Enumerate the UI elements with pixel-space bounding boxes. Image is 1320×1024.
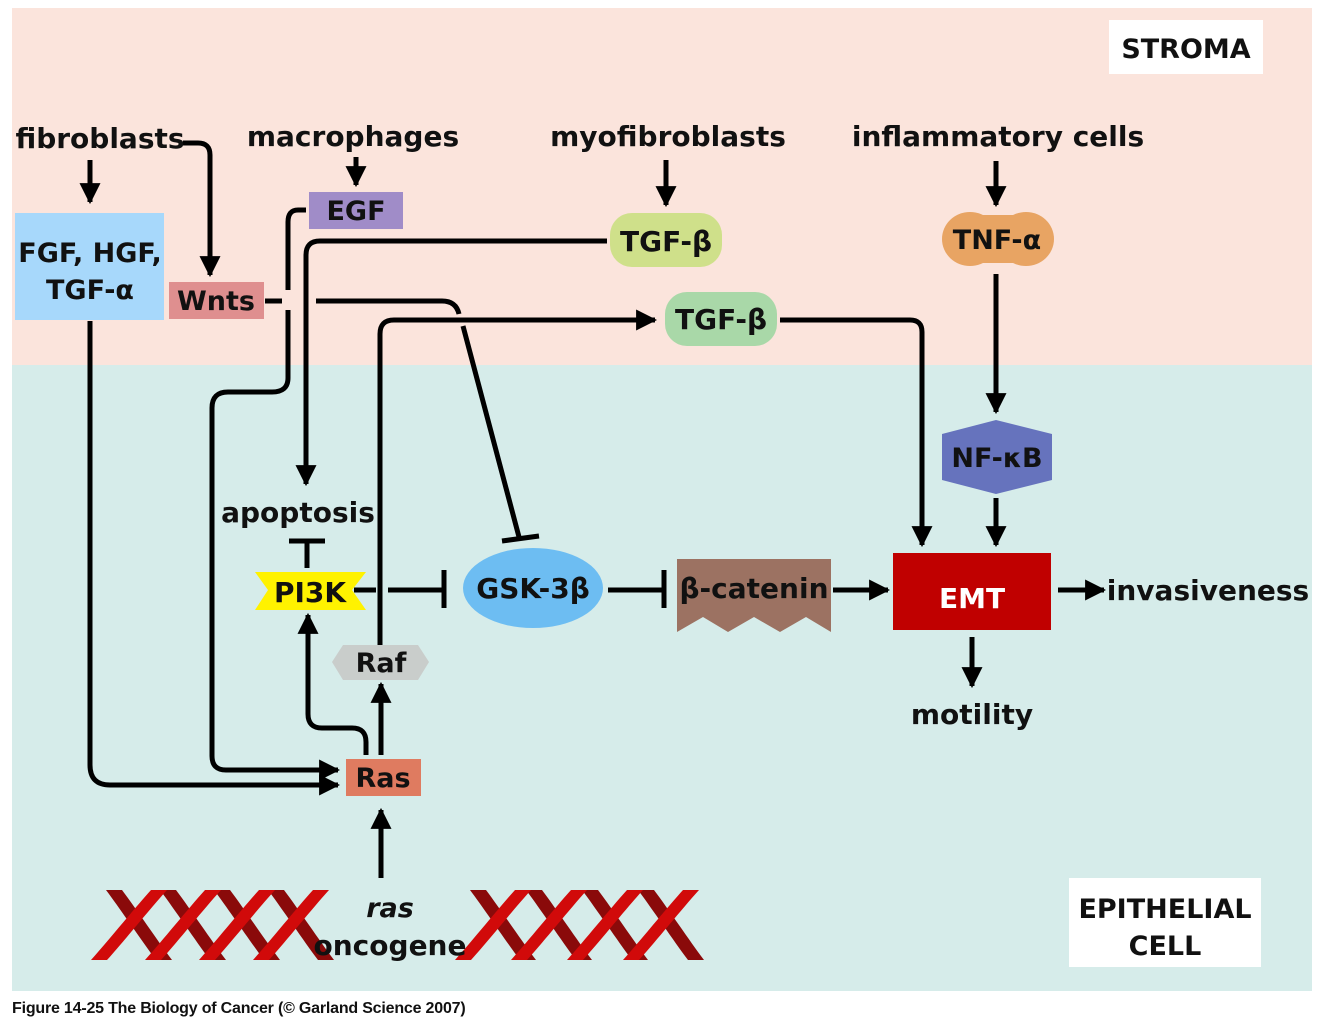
- node-tgfb-stroma: TGF-β: [610, 213, 722, 267]
- wnts-label: Wnts: [177, 286, 255, 317]
- emt-label: EMT: [939, 582, 1005, 615]
- node-tgfb-epi: TGF-β: [665, 292, 777, 346]
- arrow-tgfb-to-apoptosis: [295, 238, 607, 487]
- epithelial-label-line2: CELL: [1129, 931, 1202, 962]
- raf-label: Raf: [356, 648, 407, 679]
- epithelial-label-line1: EPITHELIAL: [1078, 894, 1251, 925]
- arrow-fibroblasts-to-wnts: [183, 140, 221, 278]
- node-fgf-hgf-tgfa: FGF, HGF, TGF-α: [15, 213, 164, 320]
- figure-caption: Figure 14-25 The Biology of Cancer (© Ga…: [12, 1000, 466, 1017]
- stroma-label: STROMA: [1121, 34, 1250, 65]
- dna-front-strand: [199, 890, 275, 960]
- node-pi3k: PI3K: [255, 572, 366, 610]
- ras-label: Ras: [355, 763, 410, 794]
- tgfb-stroma-label: TGF-β: [620, 225, 712, 258]
- dna-back-strand: [268, 890, 334, 960]
- arrow-egf-to-ras-upper: [285, 207, 306, 290]
- inflammatory-cells-label: inflammatory cells: [852, 120, 1144, 153]
- node-tnfa: TNF-α: [942, 212, 1054, 266]
- connectors: [79, 140, 1107, 878]
- dna-front-strand: [91, 890, 167, 960]
- dna-back-strand: [214, 890, 280, 960]
- dna-front-strand: [511, 890, 587, 960]
- nfkb-label: NF-κB: [951, 443, 1042, 474]
- node-wnts: Wnts: [169, 282, 264, 319]
- fibroblasts-label: fibroblasts: [15, 122, 184, 155]
- node-egf: EGF: [309, 192, 403, 229]
- node-raf: Raf: [332, 645, 429, 680]
- wnts-line-c: [460, 325, 522, 538]
- tnfa-label: TNF-α: [953, 225, 1041, 256]
- arrow-fgf-to-ras: [87, 321, 341, 796]
- egf-label: EGF: [326, 196, 385, 227]
- node-emt: EMT: [893, 553, 1051, 630]
- gsk3b-label: GSK-3β: [476, 572, 590, 605]
- stroma-label-box: [1109, 20, 1263, 74]
- node-gsk3b: GSK-3β: [463, 548, 603, 628]
- myofibroblasts-label: myofibroblasts: [550, 120, 786, 153]
- dna-back-strand: [470, 890, 536, 960]
- dna-back-strand: [582, 890, 648, 960]
- motility-label: motility: [911, 698, 1033, 731]
- fgf-label-line1: FGF, HGF,: [18, 238, 162, 269]
- oncogene-label: oncogene: [314, 929, 467, 962]
- macrophages-label: macrophages: [247, 120, 459, 153]
- dna-front-strand: [145, 890, 221, 960]
- dna-helix-left: [91, 890, 334, 960]
- dna-front-strand: [623, 890, 699, 960]
- node-bcatenin: β-catenin: [677, 559, 831, 632]
- wnts-line-b: [316, 298, 462, 315]
- dna-back-strand: [638, 890, 704, 960]
- arrow-raf-to-tgfb: [377, 309, 658, 645]
- dna-front-strand: [567, 890, 643, 960]
- dna-front-strand: [455, 890, 531, 960]
- dna-back-strand: [106, 890, 172, 960]
- dna-helix-right: [455, 890, 704, 960]
- arrow-tgfb-to-emt: [780, 317, 933, 548]
- fgf-label-line2: TGF-α: [46, 275, 134, 306]
- node-ras: Ras: [346, 759, 421, 796]
- dna-front-strand: [253, 890, 329, 960]
- inhibit-bar-wnts-gsk3b: [501, 533, 540, 544]
- dna-back-strand: [160, 890, 226, 960]
- arrow-ras-to-pi3k: [297, 612, 369, 755]
- tgfb-epi-label: TGF-β: [675, 303, 767, 336]
- ras-gene-label: ras: [366, 893, 414, 924]
- epithelial-label-box: [1069, 878, 1261, 967]
- pi3k-label: PI3K: [274, 576, 347, 609]
- arrow-egf-to-ras-lower: [209, 310, 341, 781]
- bcatenin-label: β-catenin: [680, 572, 829, 605]
- invasiveness-label: invasiveness: [1107, 574, 1309, 607]
- dna-back-strand: [526, 890, 592, 960]
- apoptosis-label: apoptosis: [221, 496, 375, 529]
- node-nfkb: NF-κB: [942, 420, 1052, 494]
